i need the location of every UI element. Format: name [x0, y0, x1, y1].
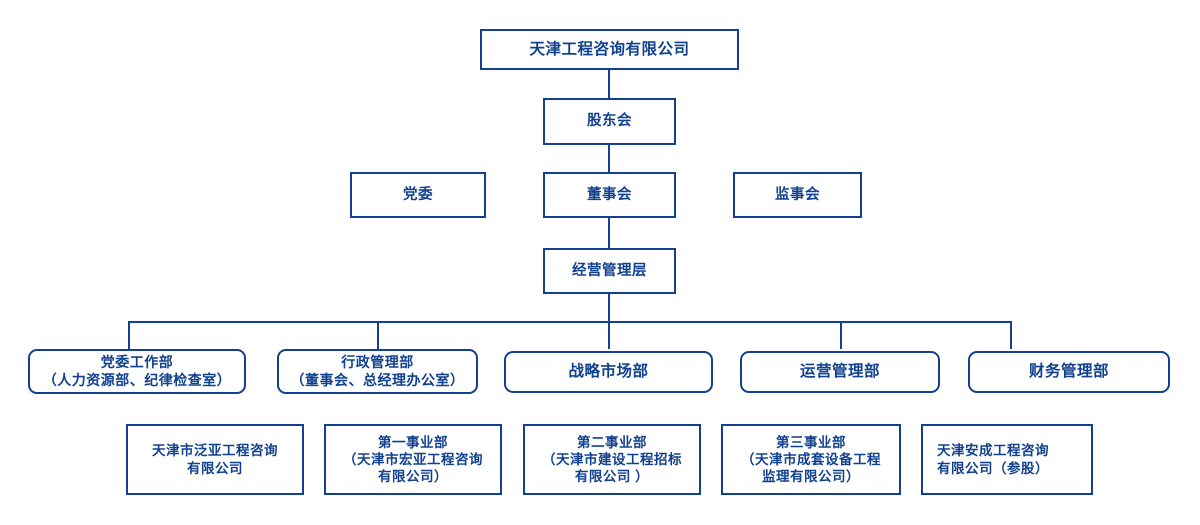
node-subsidiary-ancheng-label: 天津安成工程咨询 有限公司（参股） [937, 443, 1049, 476]
node-party-committee[interactable]: 党委 [350, 172, 486, 218]
node-shareholders-meeting-label: 股东会 [587, 113, 632, 130]
connector-company-to-shareholders [608, 69, 610, 98]
node-shareholders-meeting[interactable]: 股东会 [543, 98, 676, 145]
node-business-unit-3-label: 第三事业部 （天津市成套设备工程 监理有限公司） [741, 434, 881, 485]
connector-drop-dept-5 [1010, 321, 1012, 349]
node-dept-operations[interactable]: 运营管理部 [740, 351, 940, 393]
connector-management-to-bus [608, 294, 610, 322]
node-dept-administration[interactable]: 行政管理部 （董事会、总经理办公室） [277, 349, 478, 394]
node-dept-strategy-market[interactable]: 战略市场部 [504, 351, 713, 393]
node-dept-party-work-label: 党委工作部 （人力资源部、纪律检查室） [42, 353, 232, 388]
connector-shareholders-to-board [608, 145, 610, 172]
node-board-of-directors-label: 董事会 [587, 186, 632, 203]
node-company-label: 天津工程咨询有限公司 [529, 40, 690, 58]
connector-drop-dept-3 [608, 321, 610, 349]
node-board-of-directors[interactable]: 董事会 [543, 172, 676, 218]
node-business-unit-2-label: 第二事业部 （天津市建设工程招标 有限公司 ） [542, 434, 682, 485]
node-dept-strategy-market-label: 战略市场部 [568, 363, 649, 381]
node-management-layer[interactable]: 经营管理层 [543, 248, 676, 294]
node-subsidiary-fanya[interactable]: 天津市泛亚工程咨询 有限公司 [126, 424, 304, 495]
node-party-committee-label: 党委 [403, 186, 433, 203]
node-dept-finance[interactable]: 财务管理部 [968, 351, 1170, 393]
node-dept-operations-label: 运营管理部 [799, 363, 880, 381]
node-business-unit-2[interactable]: 第二事业部 （天津市建设工程招标 有限公司 ） [523, 424, 701, 495]
node-supervisory-board-label: 监事会 [775, 186, 820, 203]
node-management-layer-label: 经营管理层 [572, 262, 647, 279]
node-subsidiary-fanya-label: 天津市泛亚工程咨询 有限公司 [152, 443, 278, 476]
node-business-unit-1-label: 第一事业部 （天津市宏亚工程咨询 有限公司） [343, 434, 483, 485]
node-company[interactable]: 天津工程咨询有限公司 [480, 29, 739, 70]
node-dept-finance-label: 财务管理部 [1028, 363, 1109, 381]
connector-drop-dept-1 [128, 321, 130, 349]
node-business-unit-3[interactable]: 第三事业部 （天津市成套设备工程 监理有限公司） [721, 424, 901, 495]
node-business-unit-1[interactable]: 第一事业部 （天津市宏亚工程咨询 有限公司） [324, 424, 502, 495]
connector-board-to-management [608, 218, 610, 248]
node-dept-administration-label: 行政管理部 （董事会、总经理办公室） [290, 353, 465, 388]
connector-department-bus [128, 321, 1012, 323]
node-subsidiary-ancheng[interactable]: 天津安成工程咨询 有限公司（参股） [921, 424, 1093, 495]
node-dept-party-work[interactable]: 党委工作部 （人力资源部、纪律检查室） [28, 349, 246, 394]
connector-drop-dept-2 [377, 321, 379, 349]
connector-drop-dept-4 [840, 321, 842, 349]
node-supervisory-board[interactable]: 监事会 [733, 172, 862, 218]
